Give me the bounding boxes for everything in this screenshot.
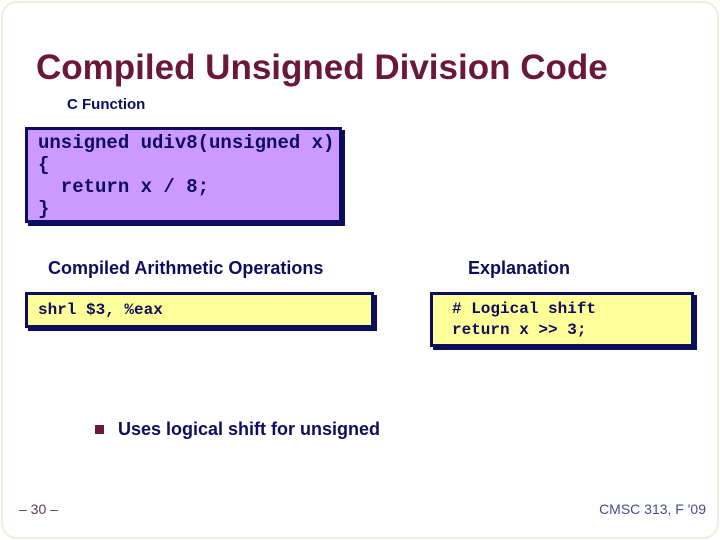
asm-code-box: shrl $3, %eax xyxy=(25,292,374,328)
c-function-label: C Function xyxy=(67,96,146,113)
page-number: – 30 – xyxy=(19,501,58,517)
compiled-operations-heading: Compiled Arithmetic Operations xyxy=(48,258,324,278)
bullet-item: Uses logical shift for unsigned xyxy=(95,419,380,440)
bullet-square-icon xyxy=(95,425,104,434)
course-label: CMSC 313, F '09 xyxy=(599,501,706,517)
slide-title: Compiled Unsigned Division Code xyxy=(36,48,608,88)
c-code-box: unsigned udiv8(unsigned x) { return x / … xyxy=(25,127,342,223)
explanation-code-box: # Logical shift return x >> 3; xyxy=(430,292,694,347)
bullet-text: Uses logical shift for unsigned xyxy=(118,419,381,439)
explanation-heading: Explanation xyxy=(468,258,571,278)
